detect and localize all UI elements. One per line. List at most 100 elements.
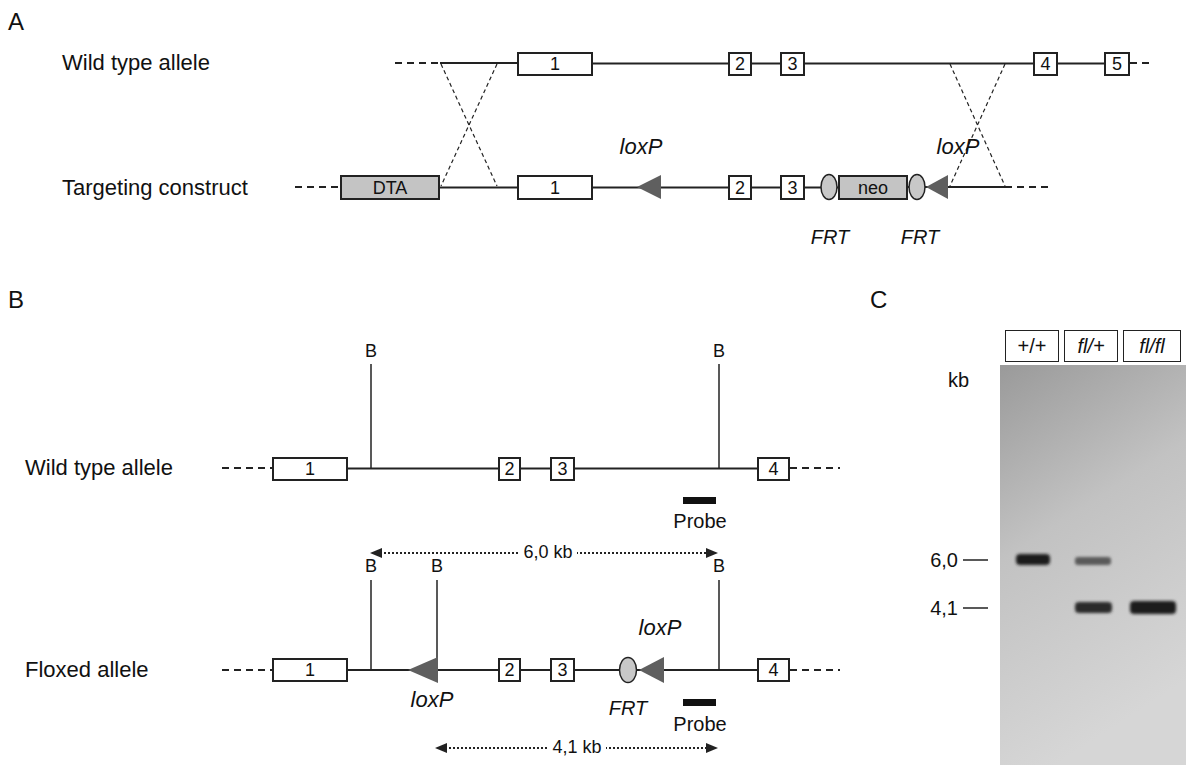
gel-band [1075, 557, 1111, 565]
allele-name: Wild type allele [25, 456, 173, 480]
box-text: +/+ [1018, 336, 1047, 356]
size-label: 6,0 kb [519, 543, 576, 563]
lane-label: fl/fl [1123, 330, 1181, 362]
neo-box: neo [838, 175, 908, 200]
exon-box: 1 [272, 658, 348, 682]
site-line [718, 364, 720, 468]
gene-backbone [752, 63, 780, 65]
gene-backbone [593, 63, 728, 65]
gene-backbone [521, 468, 550, 470]
loxp-label: loxP [639, 616, 682, 640]
exon-box: 1 [272, 457, 348, 481]
loxp-triangle [408, 657, 438, 683]
box-text: 2 [735, 179, 745, 197]
box-text: DTA [373, 179, 408, 197]
gene-backbone [1058, 63, 1104, 65]
gene-backbone [575, 669, 757, 671]
exon-box: 5 [1104, 52, 1130, 76]
probe-label: Probe [673, 510, 726, 532]
loxp-label: loxP [937, 135, 980, 159]
restriction-site [371, 364, 719, 670]
box-text: fl/fl [1139, 336, 1165, 356]
panel-letter: C [870, 287, 887, 313]
dimension-line [380, 553, 708, 748]
site-label: B [713, 557, 725, 577]
box-text: 1 [305, 661, 315, 679]
box-text: 3 [787, 179, 797, 197]
site-line [370, 580, 372, 670]
box-text: 3 [787, 55, 797, 73]
box-text: 4 [1040, 55, 1050, 73]
allele-name: Wild type allele [62, 51, 210, 75]
frt-ellipse [620, 658, 637, 683]
loxp-label: loxP [411, 688, 454, 712]
gene-line [222, 468, 840, 670]
unit-label: kb [948, 369, 969, 391]
gel-bands [1016, 554, 1176, 614]
gel-band [1016, 554, 1050, 565]
exon-box: 3 [550, 658, 575, 682]
cross-line [950, 64, 1005, 186]
exon-box: 3 [780, 52, 805, 76]
gene-backbone [521, 669, 550, 671]
lane-label: fl/+ [1064, 330, 1118, 362]
probe-bar [683, 497, 716, 504]
exon-box: 2 [498, 457, 521, 481]
gene-backbone [575, 468, 757, 470]
cross-line [441, 64, 497, 186]
exon-box: 2 [728, 52, 752, 76]
probe-bar [683, 699, 716, 706]
box-text: neo [858, 179, 888, 197]
loxp-triangle [926, 175, 948, 199]
dashed-line [790, 467, 840, 469]
box-text: 4 [768, 460, 778, 478]
site-label: B [431, 557, 443, 577]
gel-band [1130, 601, 1176, 614]
site-label: B [713, 342, 725, 362]
box-text: 2 [504, 460, 514, 478]
frt-ellipse [909, 175, 925, 200]
box-text: 2 [504, 661, 514, 679]
exon-box: 1 [517, 175, 593, 200]
probe-label: Probe [673, 713, 726, 735]
dashed-line [790, 669, 840, 671]
frt-label: FRT [811, 226, 850, 248]
dashed-line [295, 186, 340, 188]
dashed-line [1130, 62, 1150, 64]
cross-line [950, 64, 1005, 186]
gene-backbone [752, 187, 780, 189]
box-text: 1 [550, 55, 560, 73]
exon-box: 3 [780, 175, 805, 200]
frt-label: FRT [901, 226, 940, 248]
gene-backbone [805, 63, 1033, 65]
site-line [718, 580, 720, 670]
box-text: 4 [768, 661, 778, 679]
exon-box: 4 [1033, 52, 1058, 76]
gene-backbone [440, 187, 517, 189]
gel-band [1075, 602, 1112, 613]
loxp-triangle [639, 657, 664, 683]
box-text: 2 [735, 55, 745, 73]
site-label: B [365, 342, 377, 362]
exon-box: 3 [550, 457, 575, 481]
recombination-cross [441, 64, 1005, 186]
cross-line [441, 64, 497, 186]
arrowhead [706, 743, 718, 753]
exon-box: 2 [498, 658, 521, 682]
allele-name: Floxed allele [25, 658, 149, 682]
site-label: B [365, 557, 377, 577]
allele-name: Targeting construct [62, 176, 248, 200]
frt-label: FRT [609, 697, 648, 719]
box-text: 5 [1112, 55, 1122, 73]
size-tick [963, 607, 988, 609]
arrowhead [370, 548, 718, 753]
site-line [370, 364, 372, 468]
loxp-triangle [637, 175, 661, 199]
gene-line [295, 63, 1150, 187]
size-label: 4,1 kb [548, 738, 605, 758]
exon-box: 1 [517, 52, 593, 76]
exon-box: 4 [757, 457, 790, 481]
box-text: 1 [305, 460, 315, 478]
